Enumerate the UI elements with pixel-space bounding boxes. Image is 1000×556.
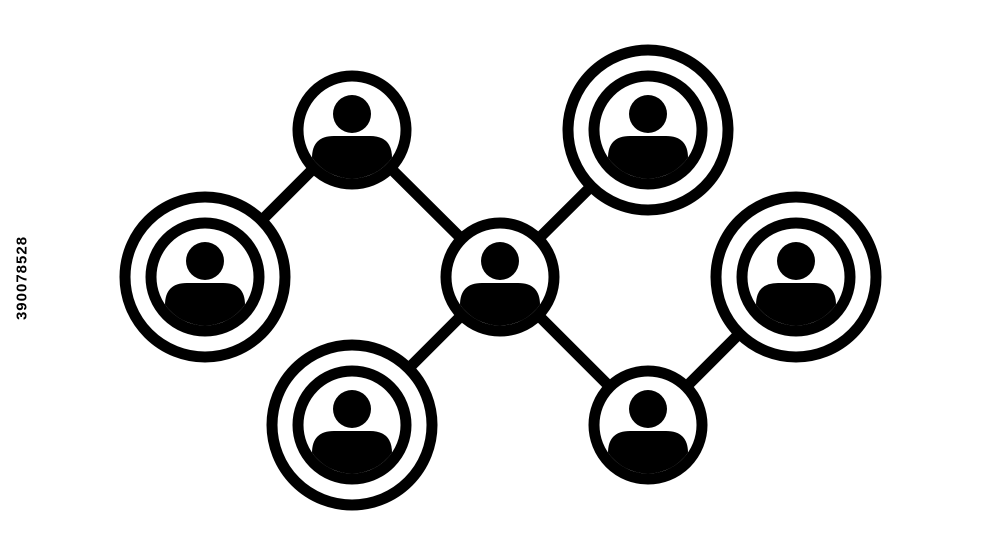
node-bottom-left (266, 339, 438, 511)
node-bottom-right (588, 365, 708, 485)
node-left (119, 191, 291, 363)
person-nodes (119, 44, 882, 511)
node-right (710, 191, 882, 363)
node-center (440, 217, 560, 337)
node-top-left (292, 70, 412, 190)
node-top-right (562, 44, 734, 216)
